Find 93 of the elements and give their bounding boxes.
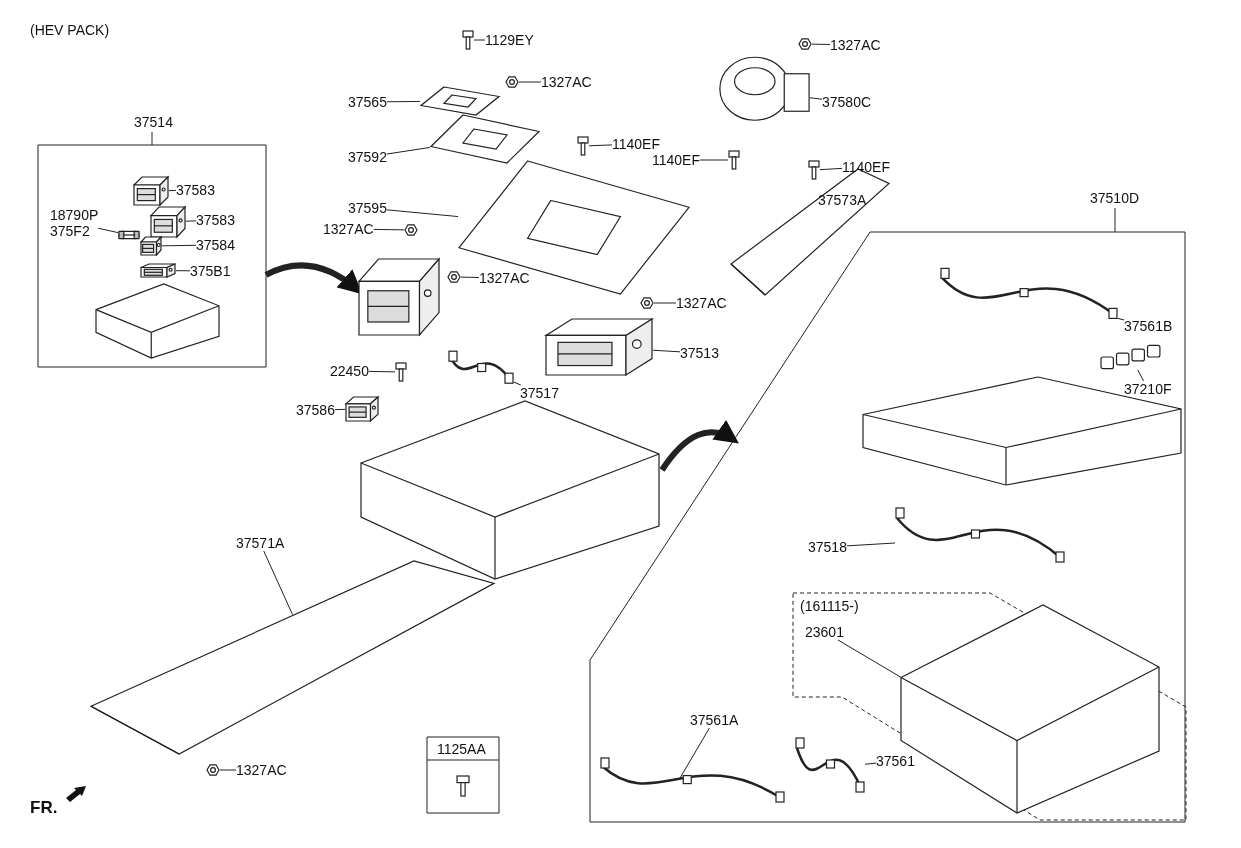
nut-drawing (798, 37, 812, 51)
part-number: 1129EY (485, 32, 534, 48)
leader-line (846, 542, 896, 547)
part-number: 37583 (176, 182, 215, 198)
leader-line (699, 159, 729, 161)
part-number: 37518 (808, 539, 847, 555)
part-number: 37595 (348, 200, 387, 216)
nut-drawing (206, 763, 220, 777)
screw-drawing (456, 775, 470, 797)
part-number: 1140EF (652, 152, 700, 168)
leader-line (819, 167, 843, 171)
leader-line (679, 727, 710, 780)
leader-line (473, 39, 486, 41)
part-number: 37210F (1124, 381, 1172, 397)
bolt-drawing (577, 136, 589, 156)
leader-line (837, 639, 902, 678)
part-number: 1327AC (676, 295, 727, 311)
battery-pack-drawing (360, 400, 660, 580)
leader-line (185, 220, 197, 222)
relay-drawing (150, 206, 186, 238)
part-number: 37565 (348, 94, 387, 110)
clip-drawing (1100, 344, 1162, 370)
bolt-drawing (462, 30, 474, 50)
pointer-arrow (659, 420, 740, 472)
part-number: 37513 (680, 345, 719, 361)
part-number: (161115-) (800, 598, 859, 614)
leader-line (1137, 369, 1145, 382)
part-label: (HEV PACK) (30, 22, 110, 38)
leader-line (168, 189, 177, 192)
part-number: 37580C (822, 94, 872, 110)
part-number: 37584 (196, 237, 235, 253)
part-label: FR. (30, 800, 58, 816)
part-number: 1327AC (830, 37, 881, 53)
part-number: 37510D (1090, 190, 1140, 206)
part-number: 23601 (805, 624, 844, 640)
leader-line (175, 270, 191, 272)
part-number: 37586 (296, 402, 335, 418)
part-number: 37517 (520, 385, 559, 401)
leader-line (864, 762, 877, 765)
part-label: 37573A (818, 192, 867, 208)
leader-line (518, 81, 542, 83)
part-number: 37561 (876, 753, 915, 769)
part-number: 1327AC (323, 221, 374, 237)
part-number: 37561B (1124, 318, 1173, 334)
fuse-drawing (118, 229, 140, 241)
part-number: 37592 (348, 149, 387, 165)
part-number: 37571A (236, 535, 285, 551)
part-number: 1327AC (541, 74, 592, 90)
nut-drawing (505, 75, 519, 89)
part-number: 375F2 (50, 223, 91, 239)
leader-line (219, 769, 237, 771)
bolt-drawing (728, 150, 740, 170)
part-number: 22450 (330, 363, 369, 379)
bolt-drawing (808, 160, 820, 180)
bracket-plate-drawing (420, 86, 500, 116)
leader-line (811, 43, 831, 45)
nut-drawing (404, 223, 418, 237)
leader-line (652, 349, 681, 353)
leader-line (386, 146, 431, 155)
nut-drawing (640, 296, 654, 310)
part-number: 1140EF (842, 159, 890, 175)
leader-line (588, 144, 613, 147)
air-duct-drawing (90, 560, 495, 755)
leader-line (1117, 317, 1125, 321)
leader-line (334, 408, 346, 411)
part-number: 1327AC (479, 270, 530, 286)
leader-line (368, 370, 396, 373)
connector-drawing (140, 263, 176, 278)
part-number: 1140EF (612, 136, 660, 152)
leader-line (386, 209, 459, 218)
part-number: 375B1 (190, 263, 231, 279)
nut-drawing (447, 270, 461, 284)
leader-line (373, 228, 405, 231)
leader-line (513, 381, 522, 386)
part-number: 37561A (690, 712, 739, 728)
part-number: 18790P (50, 207, 99, 223)
leader-line (653, 302, 677, 304)
part-number: 1327AC (236, 762, 287, 778)
relay-drawing (133, 176, 169, 206)
part-number: 37583 (196, 212, 235, 228)
connector-drawing (345, 396, 379, 422)
leader-line (386, 100, 421, 103)
relay-drawing (140, 236, 162, 256)
leader-line (263, 550, 293, 616)
bolt-drawing (395, 362, 407, 382)
leader-line (161, 244, 197, 247)
leader-line (97, 227, 119, 234)
control-module-drawing (545, 318, 653, 376)
leader-line (460, 276, 480, 278)
part-number: 1125AA (437, 741, 486, 757)
part-number: 37514 (134, 114, 173, 130)
junction-block-drawing (358, 258, 440, 336)
leader-line (809, 97, 823, 100)
